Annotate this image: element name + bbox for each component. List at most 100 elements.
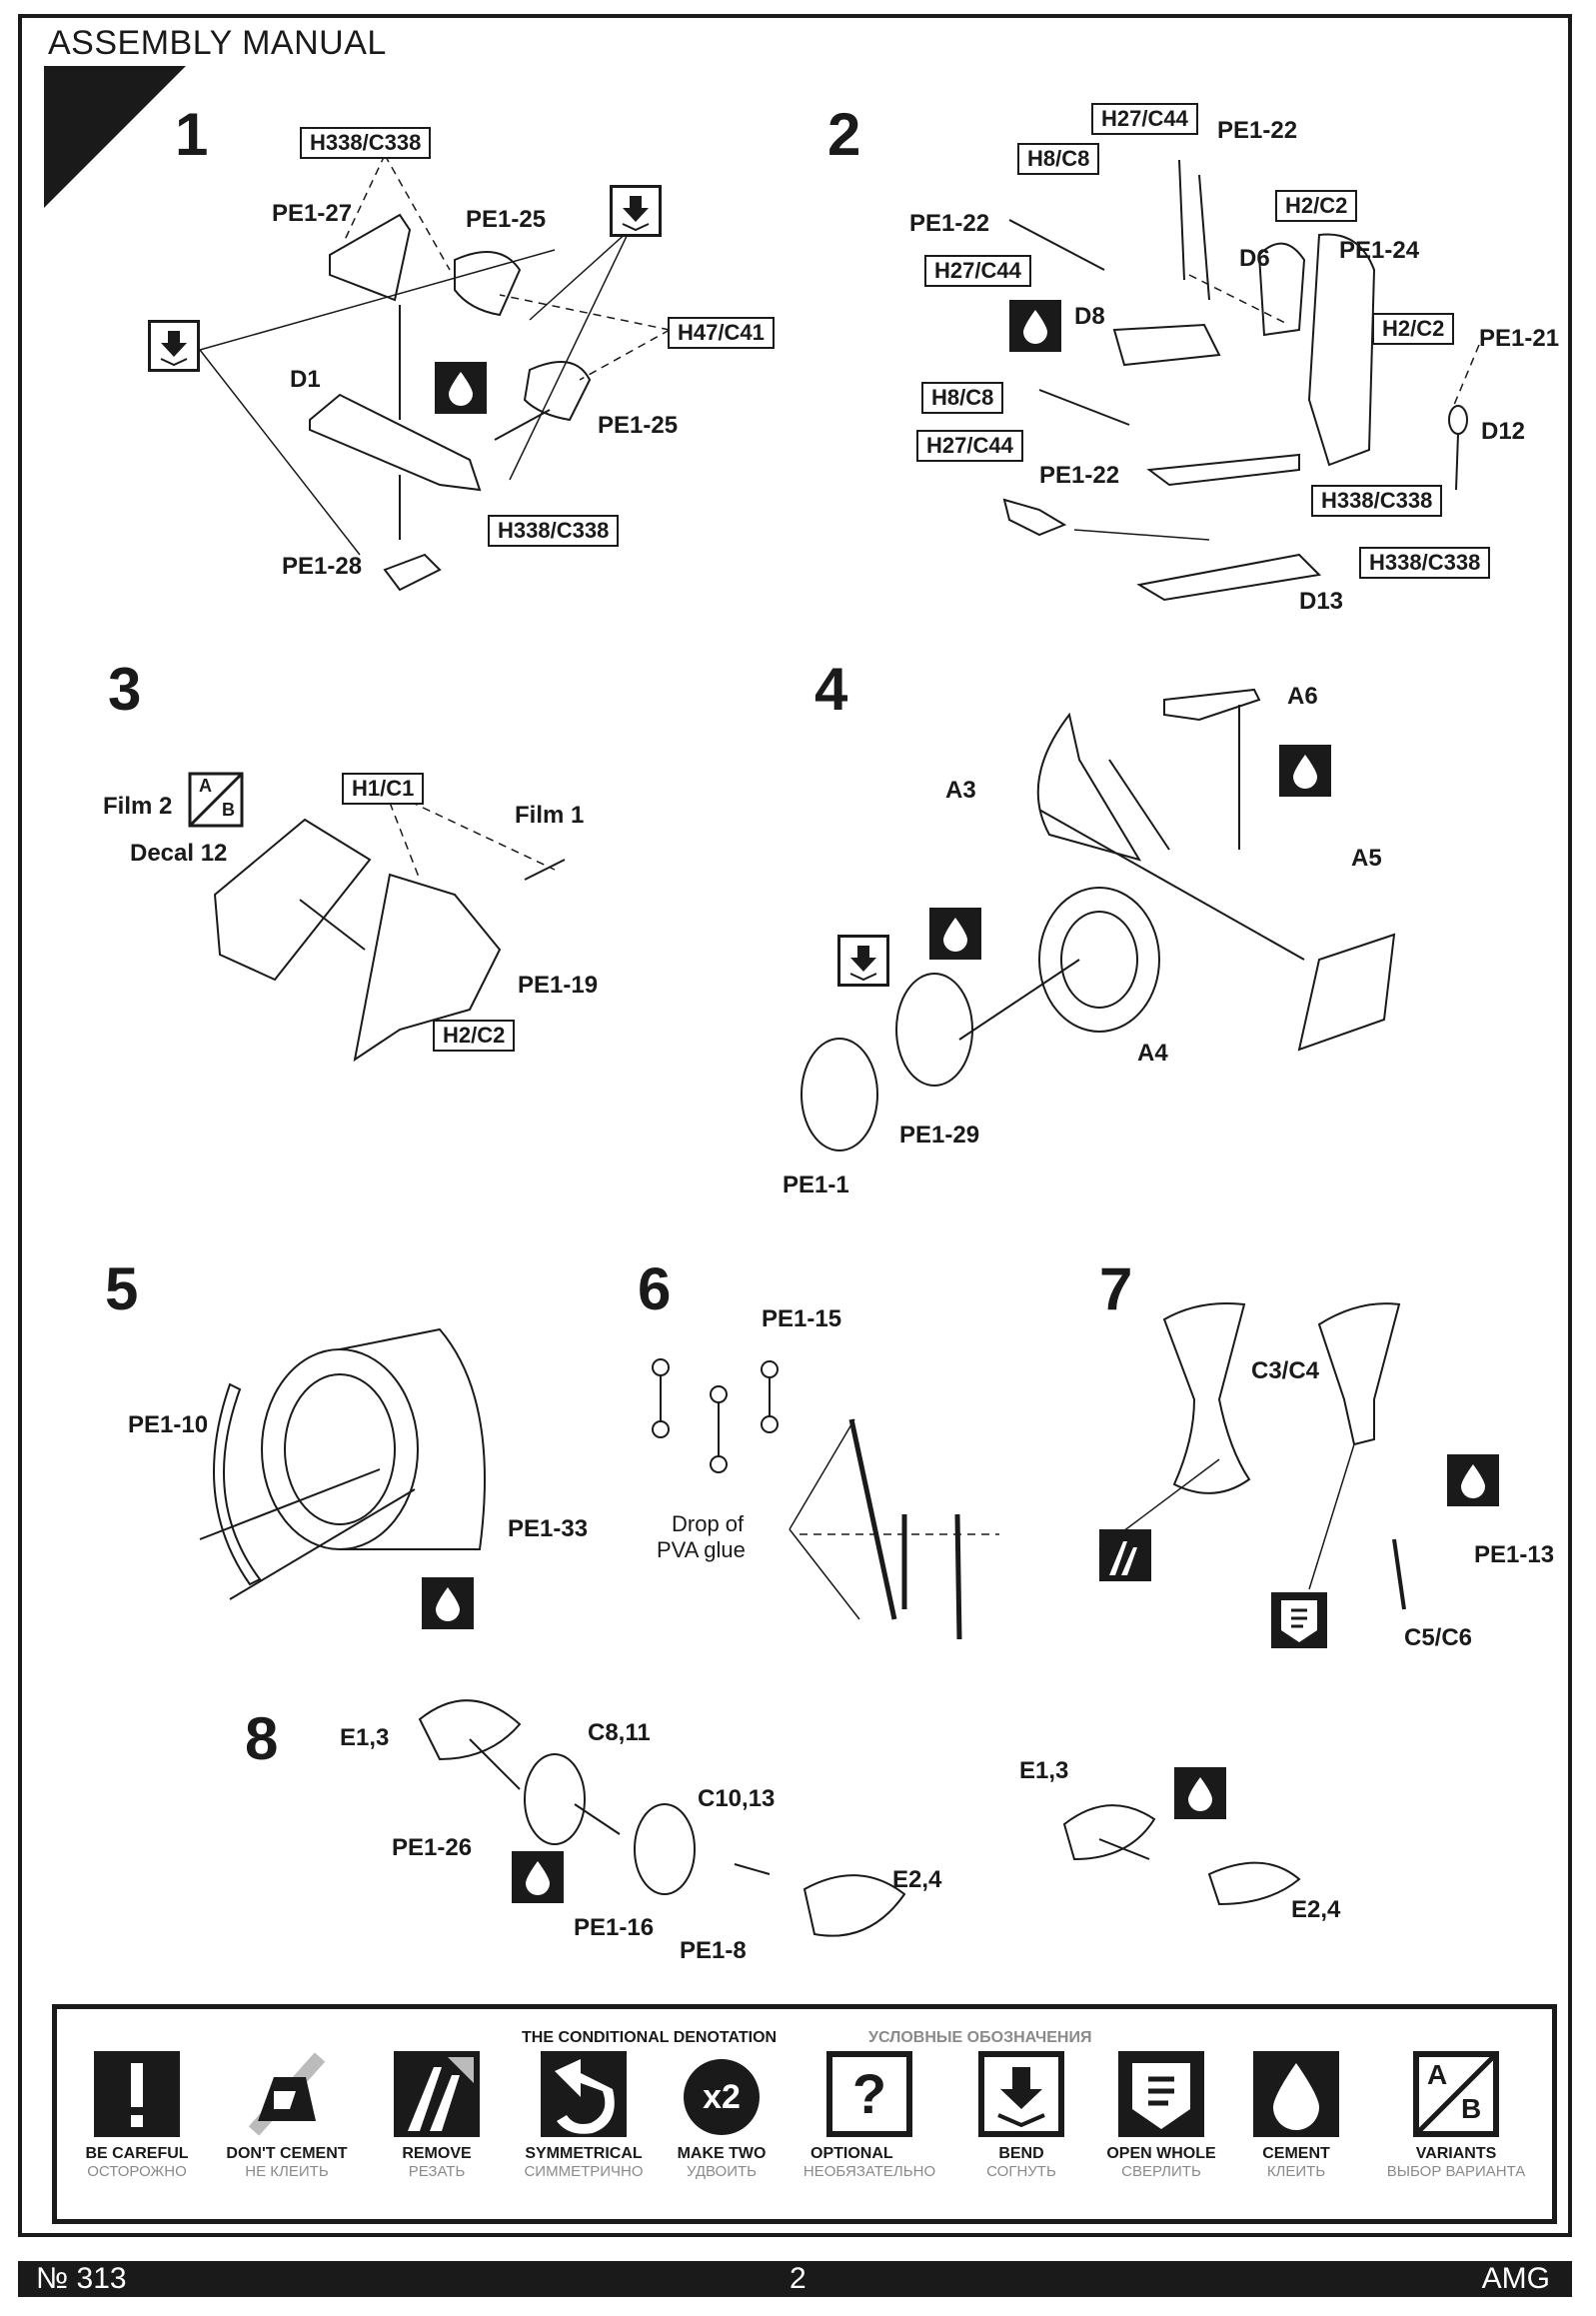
cement-icon (1447, 1454, 1499, 1506)
part-label: C3/C4 (1251, 1357, 1320, 1384)
legend-panel: THE CONDITIONAL DENOTATION УСЛОВНЫЕ ОБОЗ… (52, 2004, 1557, 2224)
remove-icon (1099, 1529, 1151, 1581)
footer-bar: № 313 2 AMG (18, 2261, 1572, 2297)
part-label: D6 (1239, 245, 1270, 272)
step-number: 2 (827, 101, 861, 168)
legend-label-ru: РЕЗАТЬ (408, 2163, 466, 2180)
legend-item: x2 MAKE TWO УДВОИТЬ (667, 2051, 777, 2180)
part-label: A5 (1351, 845, 1382, 872)
legend-item: CEMENT КЛЕИТЬ (1246, 2051, 1346, 2180)
part-label: PE1-25 (598, 412, 679, 439)
part-label: A4 (1137, 1040, 1168, 1067)
color-code: H27/C44 (924, 255, 1031, 287)
cement-icon (1009, 300, 1061, 352)
legend-label-ru: ОСТОРОЖНО (87, 2163, 187, 2180)
make-two-mark: x2 (684, 2059, 760, 2135)
legend-item: SYMMETRICAL СИММЕТРИЧНО (514, 2051, 654, 2180)
catalog-number: № 313 (36, 2262, 127, 2295)
variant-a-label: A (199, 776, 212, 796)
variants-icon (188, 772, 244, 828)
legend-label-ru: НЕ КЛЕИТЬ (245, 2163, 329, 2180)
legend-label: DON'T CEMENT (226, 2145, 348, 2162)
part-label: PE1-24 (1339, 237, 1420, 264)
part-label: PE1-13 (1474, 1541, 1555, 1568)
legend-label: OPTIONAL (810, 2145, 893, 2162)
legend-label: VARIANTS (1415, 2145, 1497, 2162)
part-label: PE1-19 (518, 972, 599, 999)
color-code: H2/C2 (1372, 313, 1455, 345)
legend-title-ru: УСЛОВНЫЕ ОБОЗНАЧЕНИЯ (868, 2029, 1092, 2046)
legend-label: BEND (998, 2145, 1044, 2162)
part-label: PE1-15 (762, 1305, 842, 1332)
legend-label: MAKE TWO (677, 2145, 767, 2162)
part-label: PE1-1 (783, 1171, 849, 1198)
bend-icon (148, 320, 200, 372)
legend-item: DON'T CEMENT НЕ КЛЕИТЬ (222, 2051, 352, 2180)
variant-a-label: A (1427, 2059, 1448, 2090)
color-code: H338/C338 (1359, 547, 1491, 579)
part-label: PE1-25 (466, 206, 547, 233)
make-two-icon: x2 (684, 2059, 760, 2135)
step-number: 1 (175, 101, 209, 168)
part-label: D13 (1299, 588, 1344, 615)
legend-label-ru: СВЕРЛИТЬ (1121, 2163, 1201, 2180)
part-label: PE1-28 (282, 553, 363, 580)
step-number: 8 (245, 1705, 279, 1772)
cement-icon (422, 1577, 474, 1629)
part-label: E2,4 (892, 1866, 942, 1893)
part-label: D8 (1074, 303, 1105, 330)
part-label: C8,11 (588, 1719, 651, 1746)
part-label: A6 (1287, 683, 1318, 710)
part-label: PE1-10 (128, 1411, 209, 1438)
optional-icon: ? (826, 2051, 912, 2137)
color-code: H27/C44 (916, 430, 1023, 462)
brand-name: AMG (1481, 2262, 1550, 2295)
cement-icon (1253, 2051, 1339, 2137)
part-label: PE1-29 (899, 1122, 980, 1149)
legend-label-ru: СОГНУТЬ (986, 2163, 1056, 2180)
optional-mark: ? (851, 2062, 887, 2125)
page-number: 2 (790, 2262, 806, 2295)
step-number: 4 (814, 656, 848, 723)
cement-icon (1174, 1767, 1226, 1819)
part-label: C10,13 (698, 1785, 776, 1812)
color-code: H27/C44 (1091, 103, 1198, 135)
part-label: C5/C6 (1404, 1624, 1473, 1651)
step-number: 7 (1099, 1255, 1133, 1322)
legend-label-ru: КЛЕИТЬ (1266, 2163, 1326, 2180)
cement-icon (512, 1851, 564, 1903)
part-label: A3 (945, 777, 976, 804)
cement-icon (929, 908, 981, 960)
color-code: H338/C338 (1311, 485, 1443, 517)
color-code: H2/C2 (1275, 190, 1358, 222)
note-label: PVA glue (657, 1537, 746, 1562)
legend-item: BEND СОГНУТЬ (966, 2051, 1076, 2180)
part-label: D12 (1481, 418, 1526, 445)
part-label: PE1-16 (574, 1914, 655, 1941)
part-label: D1 (290, 366, 321, 393)
color-code: H8/C8 (921, 382, 1004, 414)
color-code: H47/C41 (668, 317, 775, 349)
legend-title: THE CONDITIONAL DENOTATION (522, 2029, 778, 2046)
open-whole-icon (1118, 2051, 1204, 2137)
open-whole-icon (1271, 1592, 1327, 1648)
step-number: 6 (638, 1255, 672, 1322)
symmetrical-icon (541, 2051, 627, 2137)
legend-label: BE CAREFUL (85, 2145, 189, 2162)
legend-item: A B VARIANTS ВЫБОР ВАРИАНТА (1376, 2051, 1536, 2180)
part-label: Film 1 (515, 802, 585, 829)
part-label: E1,3 (1019, 1757, 1069, 1784)
color-code: H338/C338 (300, 127, 432, 159)
step-number: 5 (105, 1255, 139, 1322)
step-number: 3 (108, 656, 142, 723)
bend-icon (610, 185, 662, 237)
legend-item: OPEN WHOLE СВЕРЛИТЬ (1096, 2051, 1226, 2180)
dont-cement-icon (244, 2051, 330, 2137)
legend-label: OPEN WHOLE (1106, 2145, 1216, 2162)
part-label: Film 2 (103, 793, 173, 820)
legend-label-ru: УДВОИТЬ (687, 2163, 757, 2180)
note-label: Drop of (672, 1511, 745, 1536)
part-label: PE1-27 (272, 200, 353, 227)
legend-label-ru: НЕОБЯЗАТЕЛЬНО (802, 2163, 936, 2180)
